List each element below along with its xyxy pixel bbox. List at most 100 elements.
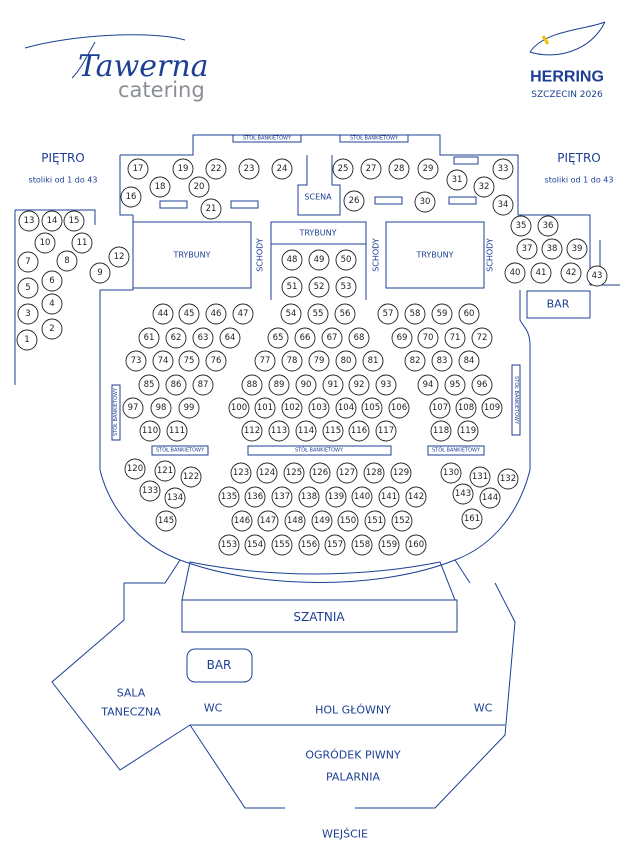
table-147[interactable] xyxy=(257,510,279,532)
table-32[interactable] xyxy=(473,176,495,198)
table-123[interactable] xyxy=(230,462,252,484)
table-48[interactable] xyxy=(281,249,303,271)
table-126[interactable] xyxy=(309,462,331,484)
table-107[interactable] xyxy=(429,397,451,419)
table-68[interactable] xyxy=(348,327,370,349)
table-113[interactable] xyxy=(268,420,290,442)
table-146[interactable] xyxy=(231,510,253,532)
table-27[interactable] xyxy=(360,158,382,180)
table-16[interactable] xyxy=(120,186,142,208)
table-150[interactable] xyxy=(337,510,359,532)
table-154[interactable] xyxy=(244,534,266,556)
table-101[interactable] xyxy=(254,397,276,419)
table-121[interactable] xyxy=(154,460,176,482)
table-117[interactable] xyxy=(375,420,397,442)
table-38[interactable] xyxy=(541,238,563,260)
table-137[interactable] xyxy=(271,486,293,508)
table-80[interactable] xyxy=(335,350,357,372)
table-100[interactable] xyxy=(228,397,250,419)
table-46[interactable] xyxy=(205,303,227,325)
table-59[interactable] xyxy=(431,303,453,325)
table-153[interactable] xyxy=(218,534,240,556)
table-78[interactable] xyxy=(281,350,303,372)
table-73[interactable] xyxy=(125,350,147,372)
table-85[interactable] xyxy=(138,374,160,396)
table-141[interactable] xyxy=(378,486,400,508)
table-7[interactable] xyxy=(17,251,39,273)
table-160[interactable] xyxy=(405,534,427,556)
table-86[interactable] xyxy=(165,374,187,396)
table-106[interactable] xyxy=(388,397,410,419)
table-134[interactable] xyxy=(164,487,186,509)
table-140[interactable] xyxy=(351,486,373,508)
table-118[interactable] xyxy=(430,420,452,442)
table-79[interactable] xyxy=(308,350,330,372)
table-52[interactable] xyxy=(308,276,330,298)
table-69[interactable] xyxy=(391,327,413,349)
table-50[interactable] xyxy=(335,249,357,271)
table-10[interactable] xyxy=(34,232,56,254)
table-26[interactable] xyxy=(343,190,365,212)
table-90[interactable] xyxy=(295,374,317,396)
table-30[interactable] xyxy=(414,191,436,213)
table-111[interactable] xyxy=(166,420,188,442)
table-88[interactable] xyxy=(241,374,263,396)
table-116[interactable] xyxy=(348,420,370,442)
table-21[interactable] xyxy=(200,198,222,220)
table-24[interactable] xyxy=(271,158,293,180)
table-156[interactable] xyxy=(298,534,320,556)
table-77[interactable] xyxy=(254,350,276,372)
table-131[interactable] xyxy=(469,466,491,488)
table-161[interactable] xyxy=(461,508,483,530)
table-81[interactable] xyxy=(362,350,384,372)
table-54[interactable] xyxy=(280,303,302,325)
table-128[interactable] xyxy=(363,462,385,484)
table-20[interactable] xyxy=(188,176,210,198)
table-40[interactable] xyxy=(504,262,526,284)
table-5[interactable] xyxy=(17,277,39,299)
table-3[interactable] xyxy=(17,303,39,325)
table-28[interactable] xyxy=(388,158,410,180)
table-64[interactable] xyxy=(219,327,241,349)
table-157[interactable] xyxy=(324,534,346,556)
table-39[interactable] xyxy=(566,238,588,260)
table-103[interactable] xyxy=(308,397,330,419)
table-93[interactable] xyxy=(375,374,397,396)
table-4[interactable] xyxy=(41,293,63,315)
table-143[interactable] xyxy=(452,483,474,505)
table-44[interactable] xyxy=(152,303,174,325)
table-159[interactable] xyxy=(378,534,400,556)
table-155[interactable] xyxy=(271,534,293,556)
table-129[interactable] xyxy=(390,462,412,484)
table-67[interactable] xyxy=(321,327,343,349)
table-87[interactable] xyxy=(192,374,214,396)
table-55[interactable] xyxy=(307,303,329,325)
table-76[interactable] xyxy=(205,350,227,372)
table-12[interactable] xyxy=(108,246,130,268)
table-105[interactable] xyxy=(361,397,383,419)
table-97[interactable] xyxy=(122,397,144,419)
table-151[interactable] xyxy=(364,510,386,532)
table-6[interactable] xyxy=(41,270,63,292)
table-36[interactable] xyxy=(537,215,559,237)
table-15[interactable] xyxy=(63,210,85,232)
table-45[interactable] xyxy=(178,303,200,325)
table-104[interactable] xyxy=(335,397,357,419)
table-109[interactable] xyxy=(481,397,503,419)
table-18[interactable] xyxy=(149,176,171,198)
table-14[interactable] xyxy=(41,210,63,232)
table-75[interactable] xyxy=(178,350,200,372)
table-19[interactable] xyxy=(172,158,194,180)
table-56[interactable] xyxy=(334,303,356,325)
table-9[interactable] xyxy=(89,262,111,284)
table-108[interactable] xyxy=(455,397,477,419)
table-72[interactable] xyxy=(471,327,493,349)
table-124[interactable] xyxy=(256,462,278,484)
table-82[interactable] xyxy=(404,350,426,372)
table-34[interactable] xyxy=(492,194,514,216)
table-31[interactable] xyxy=(446,169,468,191)
table-94[interactable] xyxy=(417,374,439,396)
table-25[interactable] xyxy=(332,158,354,180)
table-2[interactable] xyxy=(41,318,63,340)
table-62[interactable] xyxy=(165,327,187,349)
